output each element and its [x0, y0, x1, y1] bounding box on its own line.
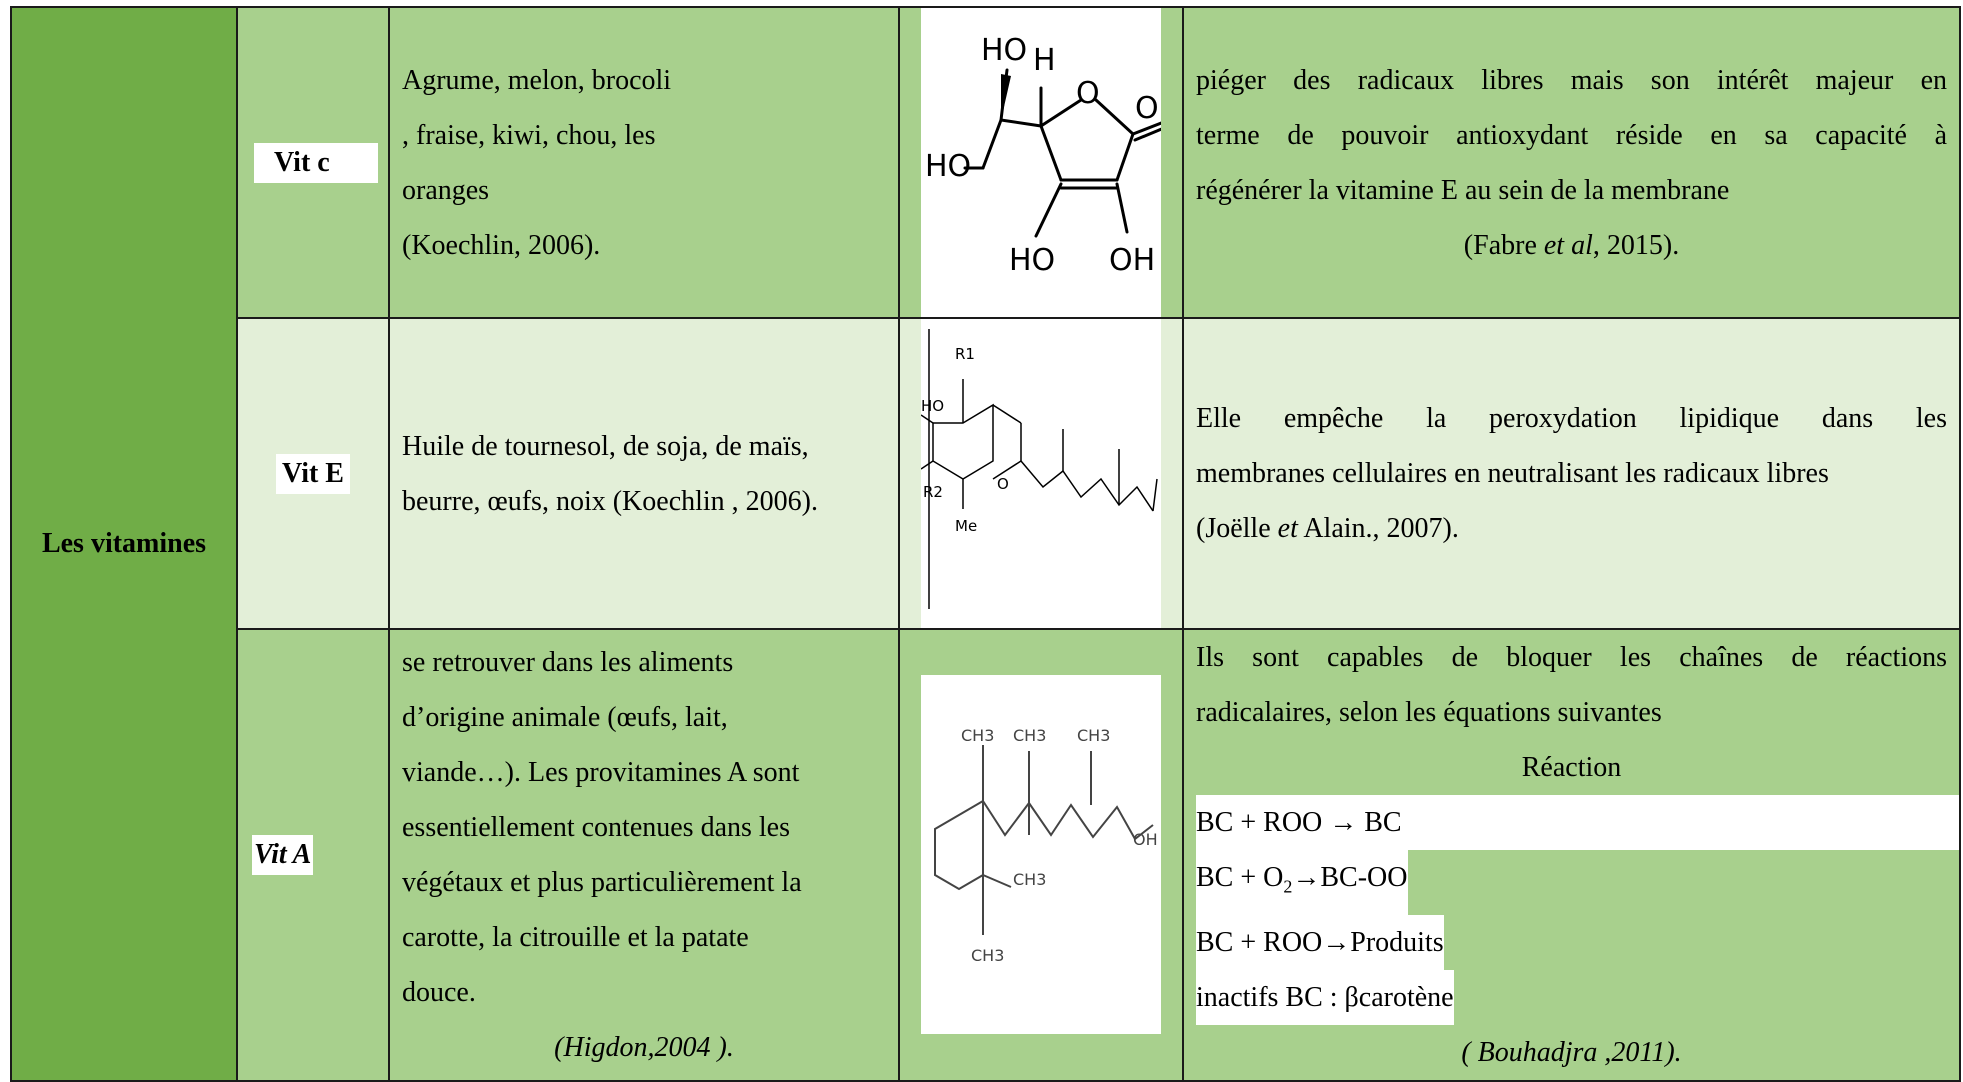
sources-cell: Agrume, melon, brocoli , fraise, kiwi, c… [388, 6, 900, 319]
structure-label: CH3 [971, 946, 1004, 965]
sources-line: essentiellement contenues dans les [402, 811, 790, 843]
description-cell: Ils sont capables de bloquer les chaînes… [1182, 628, 1961, 1082]
description-cell: piéger des radicaux libres mais son inté… [1182, 6, 1961, 319]
reference: ( Bouhadjra ,2011). [1461, 1036, 1682, 1068]
sources-cell: Huile de tournesol, de soja, de maïs, be… [388, 317, 900, 630]
description-line: terme de pouvoir antioxydant réside en s… [1196, 119, 1947, 151]
structure-label: OH [1109, 243, 1155, 278]
vitamin-name: Vit c [254, 143, 378, 183]
vitamin-name: Vit E [276, 454, 350, 494]
sources-line: Agrume, melon, brocoli [402, 64, 672, 96]
vitamin-name-cell: Vit A [236, 628, 390, 1082]
ascorbic-acid-structure-diagram: HO H O O HO HO OH [925, 33, 1171, 278]
structure-label: OH [1133, 830, 1158, 849]
reference: (Fabre et al, 2015). [1463, 229, 1680, 261]
structure-label: R1 [955, 345, 975, 363]
structure-label: CH3 [961, 726, 994, 745]
vitamin-e-structure-image: R1 HO O R2 Me [920, 319, 1161, 628]
reaction-title: Réaction [1521, 752, 1622, 783]
vitamin-name: Vit A [252, 835, 314, 876]
description-line: Elle empêche la peroxydation lipidique d… [1196, 403, 1947, 434]
sources-line: , fraise, kiwi, chou, les [402, 119, 656, 151]
sources-line: oranges [402, 174, 490, 206]
equation-line: BC + ROO → BC [1196, 795, 1959, 850]
description-line: radicalaires, selon les équations suivan… [1196, 697, 1662, 728]
description-cell: Elle empêche la peroxydation lipidique d… [1182, 317, 1961, 630]
sources-line: (Koechlin, 2006). [402, 229, 601, 261]
description-line: Ils sont capables de bloquer les chaînes… [1196, 642, 1947, 673]
description-line: membranes cellulaires en neutralisant le… [1196, 458, 1829, 489]
category-cell: Les vitamines [10, 6, 238, 1082]
structure-label: R2 [923, 483, 943, 501]
structure-label: CH3 [1013, 726, 1046, 745]
equation-line: BC + O2→BC-OO [1196, 850, 1408, 915]
reference: (Higdon,2004 ). [554, 1031, 734, 1063]
sources-line: Huile de tournesol, de soja, de maïs, [402, 430, 809, 462]
table-row: Vit E Huile de tournesol, de soja, de ma… [11, 317, 1961, 630]
description-line: piéger des radicaux libres mais son inté… [1196, 64, 1947, 96]
sources-line: beurre, œufs, noix (Koechlin , 2006). [402, 485, 819, 517]
structure-cell: HO H O O HO HO OH [898, 6, 1184, 319]
structure-label: O [997, 475, 1009, 493]
sources-line: carotte, la citrouille et la patate [402, 921, 749, 953]
sources-line: végétaux et plus particulièrement la [402, 866, 802, 898]
tocopherol-structure-diagram: R1 HO O R2 Me [920, 329, 1158, 609]
reference: (Joëlle et Alain., 2007). [1196, 513, 1459, 544]
equation-line: inactifs BC : βcarotène [1196, 969, 1454, 1025]
structure-cell: R1 HO O R2 Me [898, 317, 1184, 630]
structure-label: HO [925, 149, 971, 184]
structure-label: HO [921, 397, 944, 415]
structure-label: Me [955, 517, 977, 535]
retinol-structure-diagram: CH3 CH3 CH3 CH3 CH3 OH [934, 726, 1158, 965]
table-row: Vit A se retrouver dans les aliments d’o… [11, 628, 1961, 1082]
structure-label: CH3 [1077, 726, 1110, 745]
sources-cell: se retrouver dans les aliments d’origine… [388, 628, 900, 1082]
sources-line: viande…). Les provitamines A sont [402, 756, 800, 788]
description-line: régénérer la vitamine E au sein de la me… [1196, 174, 1730, 206]
structure-label: HO [1009, 243, 1055, 278]
structure-label: H [1033, 43, 1056, 78]
table-row: Les vitamines Vit c Agrume, melon, broco… [10, 6, 1961, 1082]
vitamin-name-cell: Vit c [236, 6, 390, 319]
structure-label: O [1135, 91, 1159, 126]
sources-line: douce. [402, 976, 476, 1008]
structure-label: HO [981, 33, 1027, 68]
vitamin-a-structure-image: CH3 CH3 CH3 CH3 CH3 OH [921, 675, 1161, 1035]
vitamin-name-cell: Vit E [236, 317, 390, 630]
equation-line: BC + ROO→Produits [1196, 914, 1444, 970]
structure-label: CH3 [1013, 870, 1046, 889]
sources-line: se retrouver dans les aliments [402, 646, 734, 678]
sources-line: d’origine animale (œufs, lait, [402, 701, 728, 733]
vitamin-c-structure-image: HO H O O HO HO OH [921, 8, 1171, 317]
structure-label: O [1076, 76, 1100, 111]
structure-cell: CH3 CH3 CH3 CH3 CH3 OH [898, 628, 1184, 1082]
vitamins-table: Les vitamines Vit c Agrume, melon, broco… [10, 6, 1961, 1082]
